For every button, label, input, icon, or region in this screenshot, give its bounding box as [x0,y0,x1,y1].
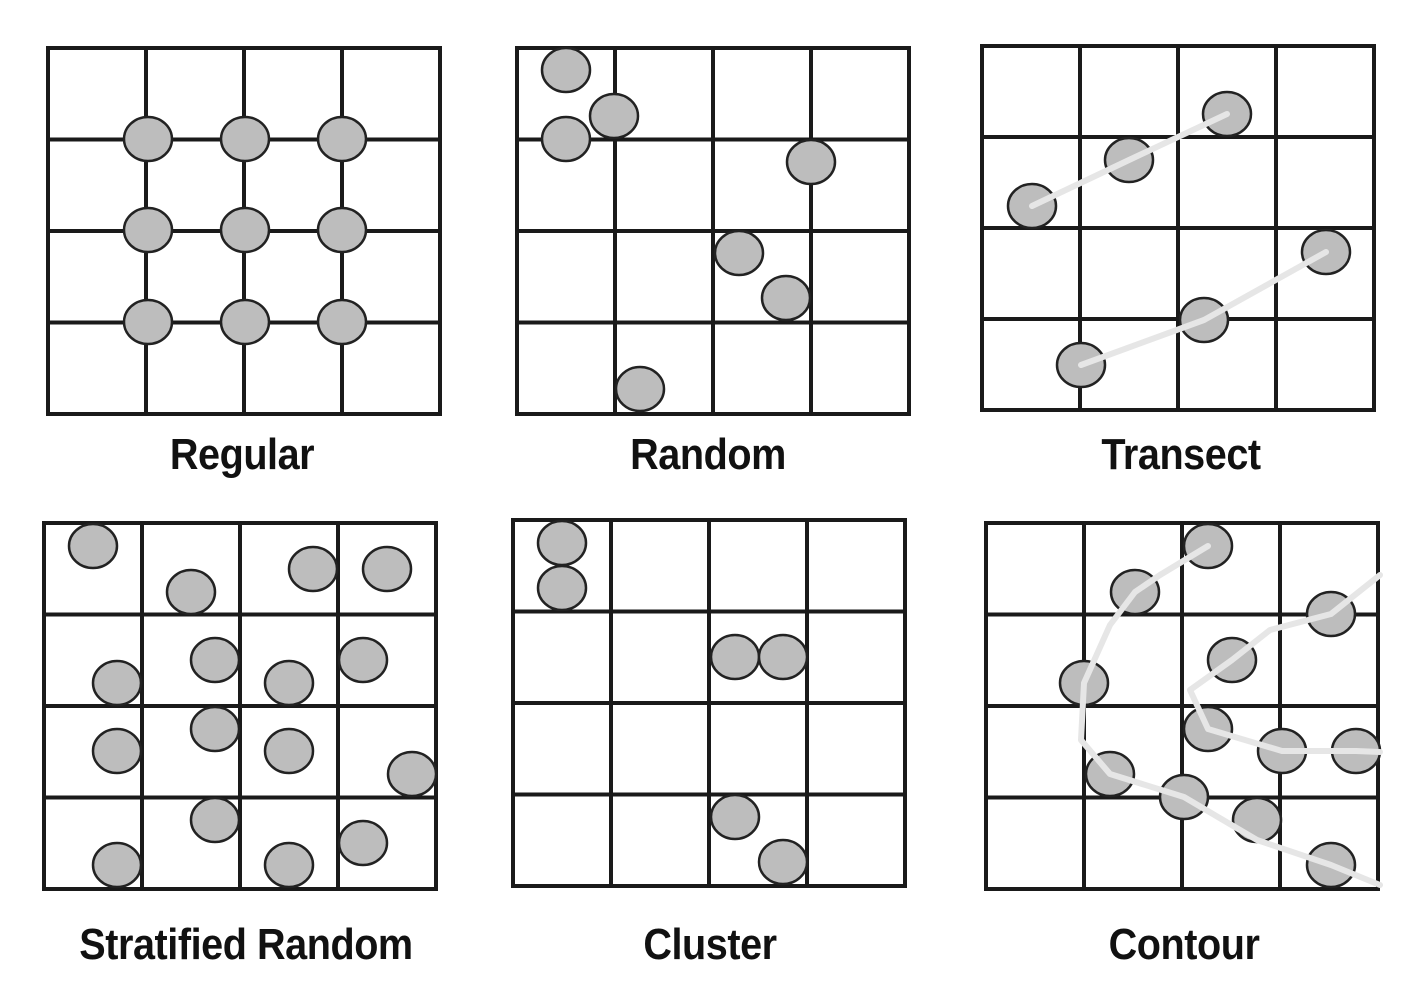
label-contour: Contour [1108,920,1260,969]
sample-point [67,522,119,570]
sample-point [713,229,765,277]
panel-cluster [511,518,907,888]
sample-point [337,819,389,867]
contour-line [1187,572,1383,755]
sample-point [263,659,315,707]
sample-point [386,750,438,798]
sample-point [316,115,368,163]
sample-point [361,545,413,593]
label-cluster: Cluster [643,920,777,969]
transect-line [1029,111,1230,209]
sample-point [614,365,666,413]
panel-contour [984,521,1383,891]
sample-point [91,841,143,889]
sample-point [316,206,368,254]
sample-point [757,633,809,681]
transect-line [1078,249,1329,368]
sample-point [588,92,640,140]
panel-transect [980,44,1376,412]
label-regular: Regular [169,430,315,479]
sample-point [122,206,174,254]
panel-regular [46,46,442,416]
sample-point [91,659,143,707]
sample-point [760,274,812,322]
sample-point [219,206,271,254]
sample-point [785,138,837,186]
sample-point [219,115,271,163]
label-transect: Transect [1101,430,1261,479]
sample-point [709,793,761,841]
sample-point [287,545,339,593]
sample-point [1231,796,1283,844]
panel-stratified-random [42,521,438,891]
sample-point [263,841,315,889]
sample-point [337,636,389,684]
sample-point [540,46,592,94]
sample-point [91,727,143,775]
sample-point [536,564,588,612]
sample-point [189,636,241,684]
sample-point [219,298,271,346]
panel-random [515,46,911,416]
contour-line [1078,543,1383,888]
sample-point [263,727,315,775]
sample-point [189,705,241,753]
label-stratified-random: Stratified Random [79,920,413,969]
sample-point [757,838,809,886]
sample-point [122,298,174,346]
sample-point [316,298,368,346]
sample-point [165,568,217,616]
sample-point [122,115,174,163]
sample-point [189,796,241,844]
label-random: Random [630,430,786,479]
sample-point [536,519,588,567]
sample-point [540,115,592,163]
sample-point [709,633,761,681]
